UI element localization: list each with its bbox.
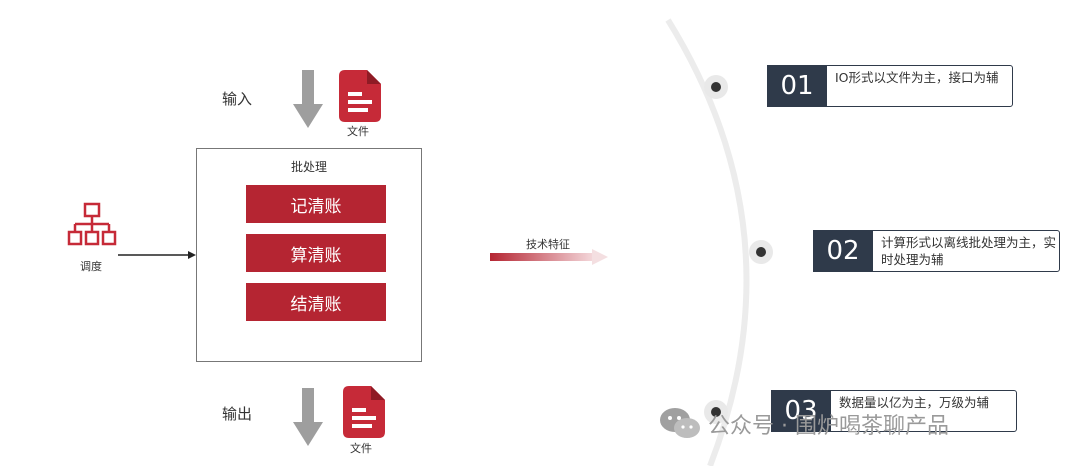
wechat-icon	[660, 408, 700, 438]
feature-number: 03	[771, 390, 831, 432]
feature-text: IO形式以文件为主，接口为辅	[835, 70, 999, 85]
batch-title: 批处理	[290, 160, 327, 174]
down-arrow-icon	[293, 70, 323, 128]
feature-number: 01	[767, 65, 827, 107]
scheduler-arrow	[118, 251, 196, 259]
file-icon	[339, 70, 381, 122]
timeline-dot	[704, 75, 728, 99]
output-file-label: 文件	[350, 442, 372, 455]
step-bookkeeping: 记清账	[246, 185, 386, 223]
step-settlement: 结清账	[246, 283, 386, 321]
file-icon	[343, 386, 385, 438]
feature-text: 数据量以亿为主，万级为辅	[839, 395, 990, 410]
feature-arrow-label: 技术特征	[526, 238, 570, 251]
down-arrow-icon	[293, 388, 323, 446]
input-file-label: 文件	[347, 125, 369, 138]
batch-processing-box	[196, 148, 422, 362]
watermark-text: 公众号 · 围炉喝茶聊产品	[708, 414, 949, 439]
timeline-arc	[665, 18, 750, 466]
scheduler-label: 调度	[80, 260, 102, 273]
input-label: 输入	[222, 90, 253, 108]
timeline-dot	[704, 400, 728, 424]
timeline-dot	[749, 240, 773, 264]
feature-number: 02	[813, 230, 873, 272]
step-calculation: 算清账	[246, 234, 386, 272]
output-label: 输出	[222, 405, 253, 423]
gradient-arrow	[490, 249, 608, 265]
org-chart-icon	[67, 202, 117, 246]
feature-text: 计算形式以离线批处理为主，实时处理为辅	[881, 235, 1057, 267]
